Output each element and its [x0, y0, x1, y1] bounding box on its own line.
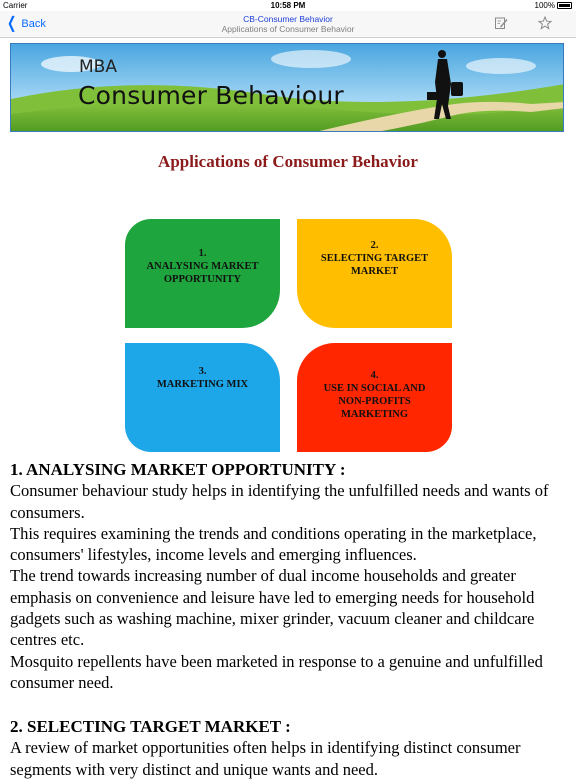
paragraph: The trend towards increasing number of d…	[10, 566, 535, 650]
status-bar: Carrier 10:58 PM 100%	[0, 0, 576, 11]
tile-label: USE IN SOCIAL AND NON-PROFITS MARKETING	[323, 383, 426, 420]
paragraph: Mosquito repellents have been marketed i…	[10, 651, 543, 692]
tile-label: MARKETING MIX	[156, 379, 249, 390]
paragraph: This requires examining the trends and c…	[10, 523, 537, 565]
section-heading: 2. SELECTING TARGET MARKET :	[10, 717, 291, 736]
banner-title-text: Consumer Behaviour	[78, 81, 344, 110]
tile-marketing-mix: 3. MARKETING MIX	[125, 343, 280, 452]
chevron-left-icon: ❮	[7, 15, 17, 32]
section-analysing-market-opportunity: 1. ANALYSING MARKET OPPORTUNITY : Consum…	[10, 459, 570, 693]
battery-percent: 100%	[534, 1, 555, 10]
navigation-bar: ❮ Back CB-Consumer Behavior Applications…	[0, 11, 576, 38]
tile-label: SELECTING TARGET MARKET	[320, 253, 429, 277]
tile-number: 3.	[198, 366, 207, 377]
page-title: Applications of Consumer Behavior	[158, 152, 418, 171]
tile-analysing-market-opportunity: 1. ANALYSING MARKET OPPORTUNITY	[125, 219, 280, 328]
tile-social-non-profits-marketing: 4. USE IN SOCIAL AND NON-PROFITS MARKETI…	[297, 343, 452, 452]
banner-image: MBA Consumer Behaviour	[10, 43, 564, 132]
carrier-label: Carrier	[3, 1, 28, 10]
edit-note-icon[interactable]	[494, 16, 508, 30]
tile-selecting-target-market: 2. SELECTING TARGET MARKET	[297, 219, 452, 328]
battery-icon	[557, 2, 572, 9]
banner-mba-text: MBA	[79, 57, 117, 77]
nav-title-sub: Applications of Consumer Behavior	[221, 24, 355, 34]
section-selecting-target-market: 2. SELECTING TARGET MARKET : A review of…	[10, 716, 570, 780]
walking-person-silhouette	[427, 50, 463, 119]
paragraph: Consumer behaviour study helps in identi…	[10, 481, 549, 522]
star-icon[interactable]	[538, 16, 552, 30]
battery-indicator: 100%	[535, 0, 572, 11]
section-heading: 1. ANALYSING MARKET OPPORTUNITY :	[10, 460, 346, 479]
tile-number: 2.	[370, 240, 379, 251]
clock: 10:58 PM	[270, 1, 306, 10]
paragraph: A review of market opportunities often h…	[10, 738, 521, 779]
tile-number: 4.	[370, 370, 379, 381]
tile-number: 1.	[198, 248, 207, 259]
banner-landscape	[11, 44, 563, 131]
back-button[interactable]: ❮ Back	[5, 15, 46, 33]
tile-label: ANALYSING MARKET OPPORTUNITY	[146, 261, 259, 285]
nav-title-main: CB-Consumer Behavior	[243, 14, 333, 24]
back-label: Back	[21, 18, 46, 30]
nav-title: CB-Consumer Behavior Applications of Con…	[0, 14, 576, 34]
